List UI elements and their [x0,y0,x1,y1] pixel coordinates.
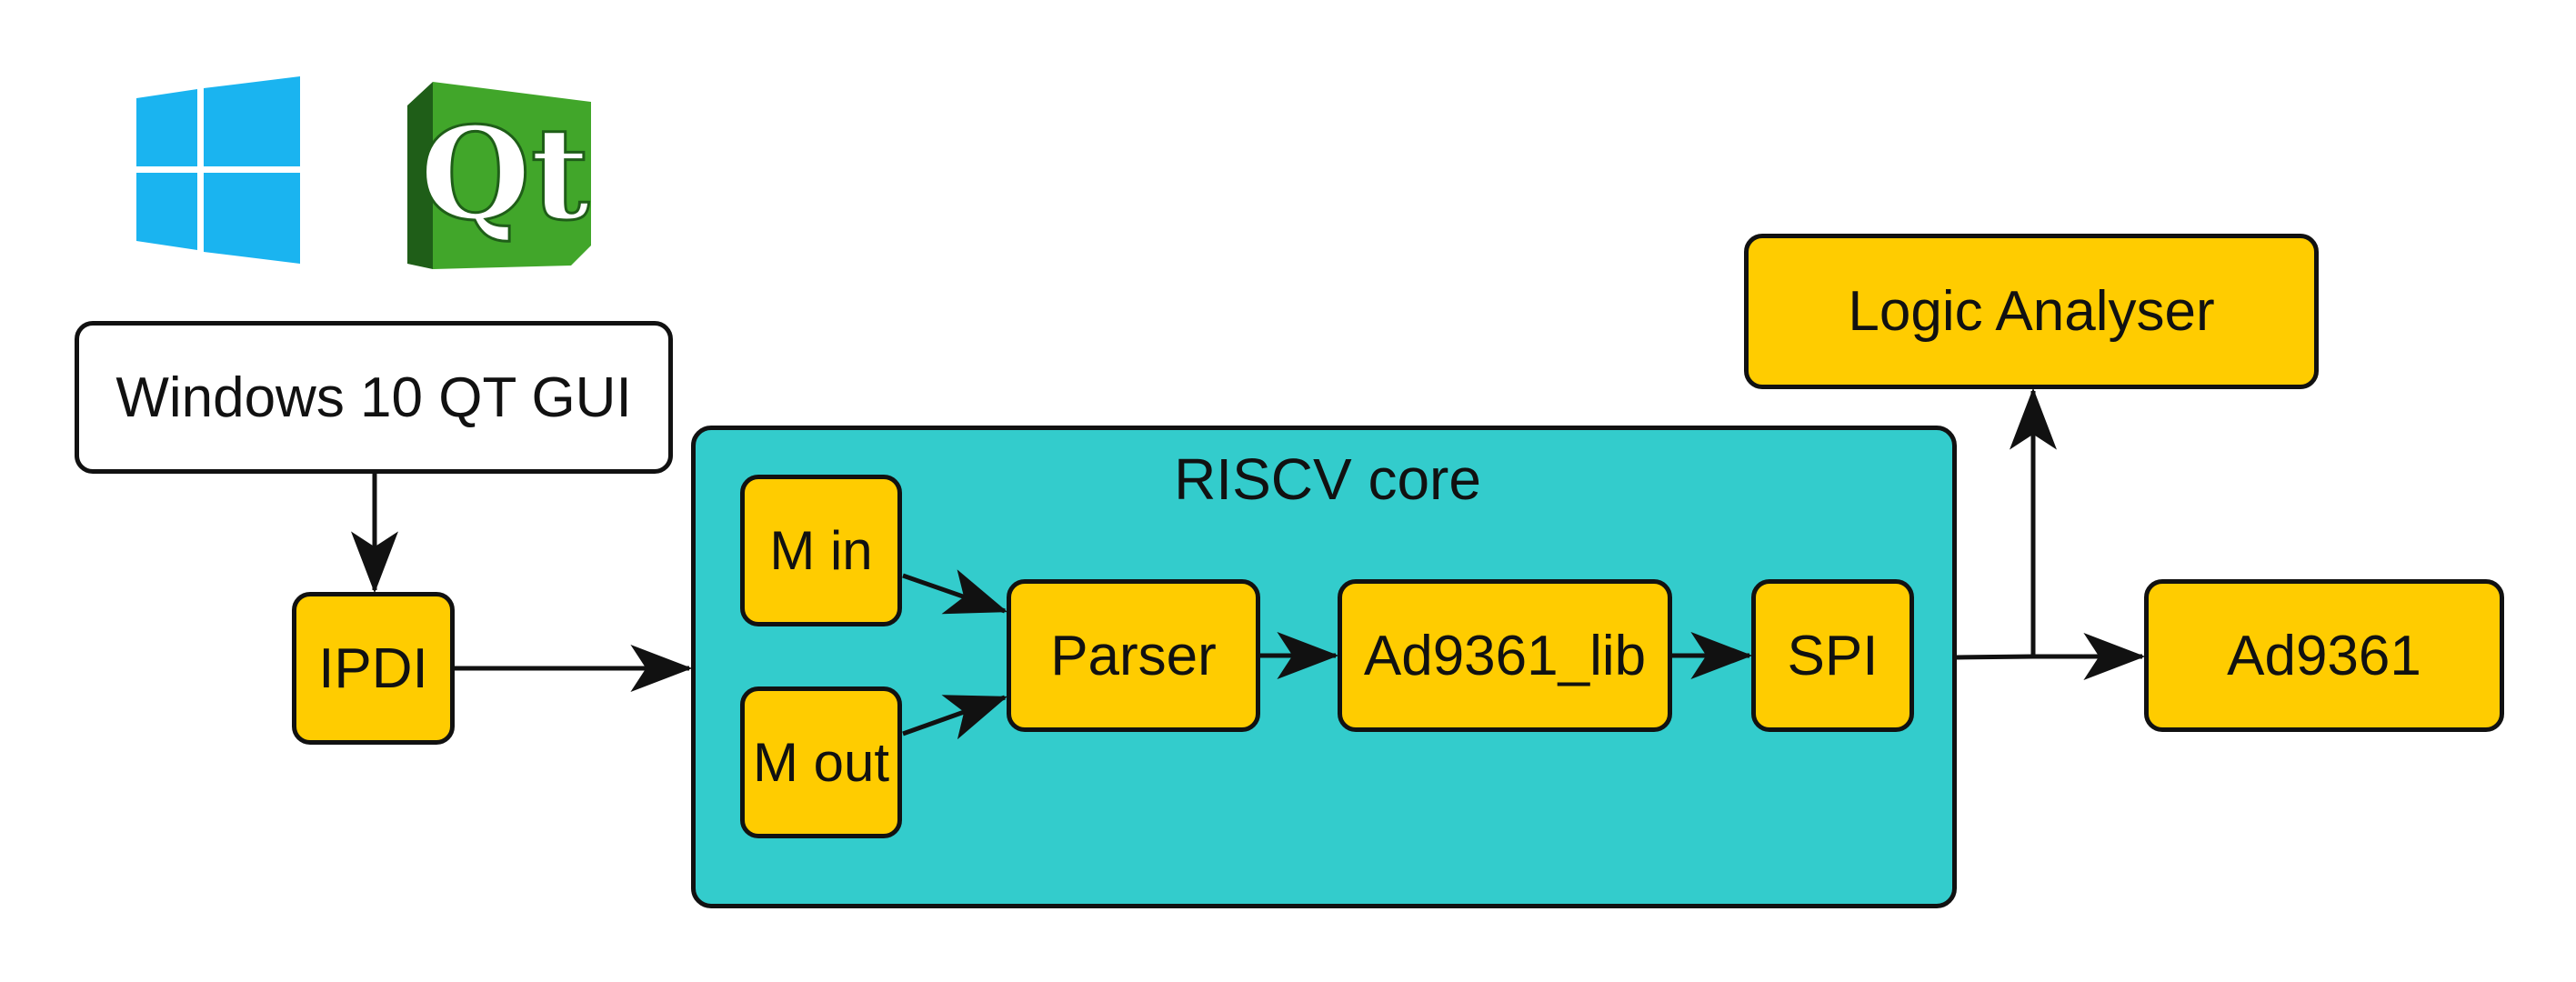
edge-m-out-to-parser [902,695,1008,740]
edge-core-to-ad9361 [1956,633,2146,680]
windows-pane-top-left [136,89,197,166]
m-out-block: M out [740,686,902,838]
ad9361-lib-block: Ad9361_lib [1338,579,1672,732]
logic-analyser-block: Logic Analyser [1744,234,2319,389]
windows-pane-top-right [204,76,300,166]
windows-pane-bottom-right [204,173,300,264]
windows-qt-gui-block: Windows 10 QT GUI [75,321,673,474]
spi-block: SPI [1751,579,1914,732]
windows-pane-bottom-left [136,173,197,250]
riscv-core-title: RISCV core [1174,446,1481,512]
windows-logo-icon [136,76,300,264]
parser-block: Parser [1007,579,1260,732]
m-in-block: M in [740,475,902,626]
qt-logo-text: Qt [420,100,590,249]
ipdi-block: IPDI [292,592,455,745]
qt-logo-body [433,82,591,269]
edge-m-in-to-parser [902,569,1008,615]
qt-logo-shadow [407,82,433,269]
ad9361-block: Ad9361 [2144,579,2504,732]
qt-logo-icon: Qt [407,82,591,269]
